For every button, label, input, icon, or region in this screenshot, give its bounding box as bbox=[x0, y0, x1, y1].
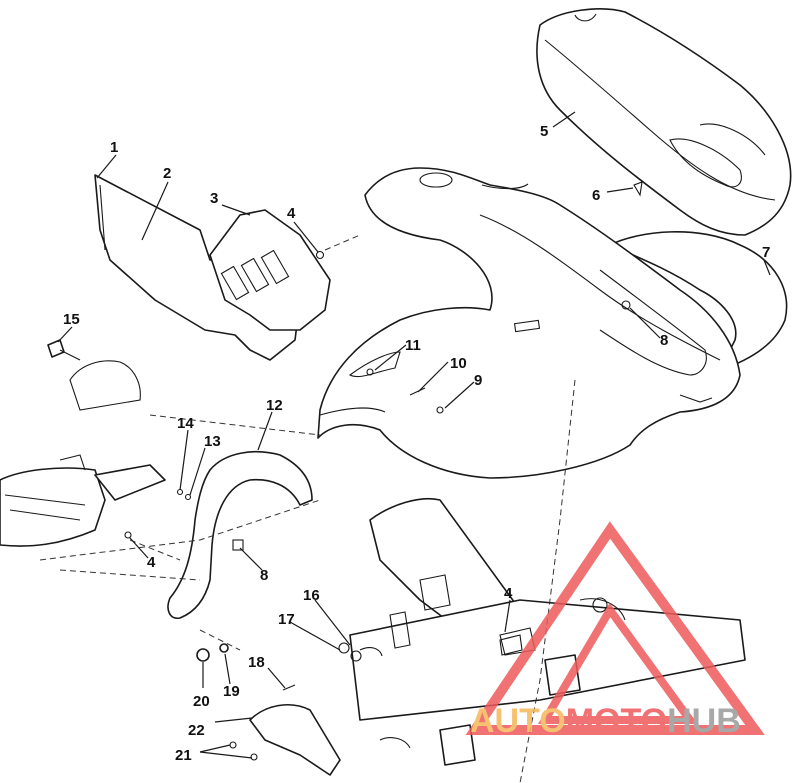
seat-part bbox=[536, 8, 792, 236]
callout-14: 14 bbox=[177, 415, 194, 432]
callout-8-right: 8 bbox=[660, 332, 668, 349]
callout-18: 18 bbox=[248, 654, 265, 671]
callout-3: 3 bbox=[210, 190, 218, 207]
watermark-logo: AUTOMOTOHUB bbox=[465, 521, 765, 740]
callout-5: 5 bbox=[540, 123, 548, 140]
skid-guard-part bbox=[249, 704, 341, 776]
footrest-part bbox=[0, 360, 166, 547]
watermark-triangle-inner bbox=[537, 602, 698, 724]
callout-20: 20 bbox=[193, 693, 210, 710]
callout-13: 13 bbox=[204, 433, 221, 450]
callout-6: 6 bbox=[592, 187, 600, 204]
watermark-text: AUTOMOTOHUB bbox=[470, 702, 741, 740]
leader-lines bbox=[57, 111, 771, 759]
callout-19: 19 bbox=[223, 683, 240, 700]
hardware-parts bbox=[47, 181, 643, 761]
callout-1: 1 bbox=[110, 139, 118, 156]
callout-7: 7 bbox=[762, 244, 770, 261]
side-panel-parts bbox=[94, 174, 331, 361]
watermark-moto: MOTO bbox=[566, 702, 667, 740]
callout-11: 11 bbox=[405, 337, 421, 354]
main-body-part bbox=[317, 167, 741, 479]
callout-17: 17 bbox=[278, 611, 295, 628]
fender-flare-part bbox=[167, 450, 313, 620]
frame-part bbox=[349, 497, 746, 766]
watermark-hub: HUB bbox=[667, 702, 741, 740]
callout-16: 16 bbox=[303, 587, 320, 604]
callout-10: 10 bbox=[450, 355, 467, 372]
callout-4-top: 4 bbox=[287, 205, 296, 222]
callout-15: 15 bbox=[63, 311, 80, 328]
callout-2: 2 bbox=[163, 165, 171, 182]
callout-labels: 1 2 3 4 5 6 7 8 9 10 11 12 14 13 15 4 8 … bbox=[63, 123, 770, 764]
callout-8-left: 8 bbox=[260, 567, 268, 584]
watermark-auto: AUTO bbox=[470, 702, 566, 740]
callout-9: 9 bbox=[474, 372, 482, 389]
callout-4-left: 4 bbox=[147, 554, 156, 571]
rear-fender-part bbox=[609, 231, 788, 371]
callout-12: 12 bbox=[266, 397, 283, 414]
callout-4-frame: 4 bbox=[504, 585, 513, 602]
watermark-triangle-outer bbox=[465, 521, 765, 735]
callout-21: 21 bbox=[175, 747, 192, 764]
callout-22: 22 bbox=[188, 722, 205, 739]
